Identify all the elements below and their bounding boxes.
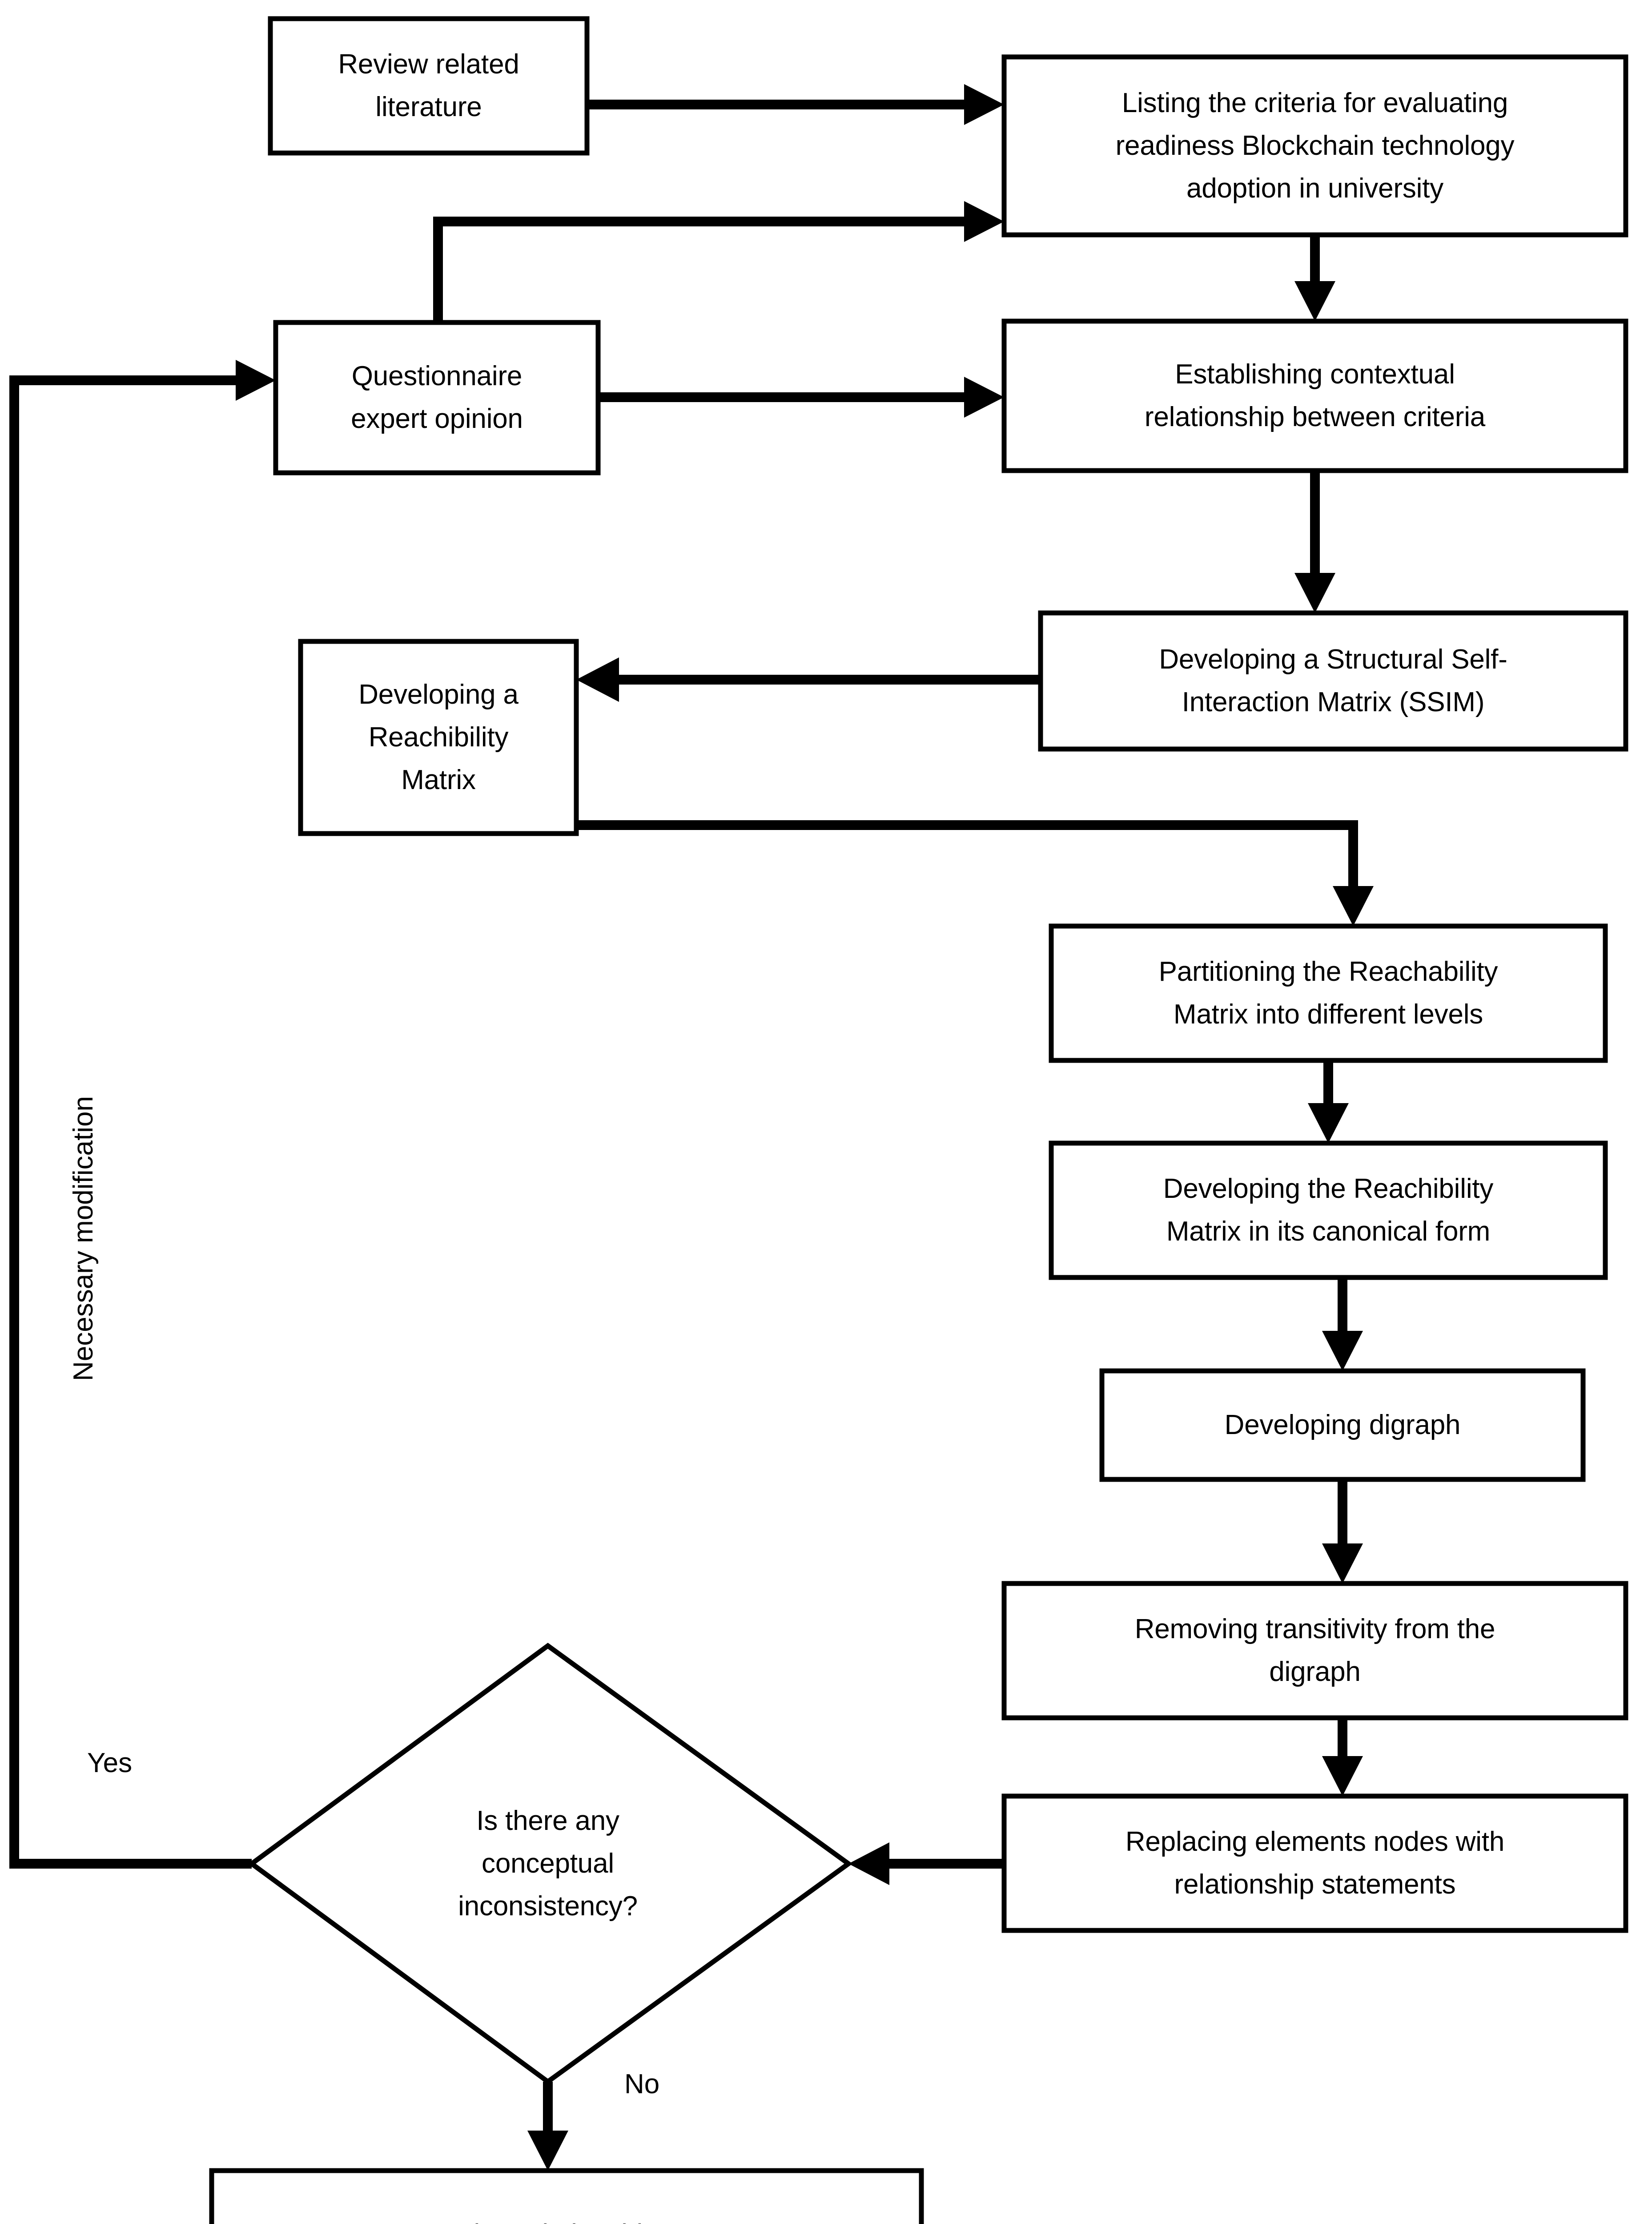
node-shape-listing-criteria[interactable] <box>1001 54 1628 238</box>
node-shape-ssim[interactable] <box>1038 610 1628 752</box>
node-shape-replacing-nodes[interactable] <box>1001 1793 1628 1933</box>
arrowhead-digraph-to-transitivity <box>1322 1543 1363 1583</box>
node-shape-review-literature[interactable] <box>268 16 590 156</box>
node-shape-partitioning[interactable] <box>1049 923 1608 1063</box>
arrowhead-replacing-to-decision <box>848 1842 889 1885</box>
arrowhead-canonical-to-digraph <box>1322 1331 1363 1371</box>
edge-decision-yes-to-questionnaire <box>9 375 252 1869</box>
node-shape-questionnaire[interactable] <box>273 320 601 475</box>
arrowhead-contextual-to-ssim <box>1294 573 1335 613</box>
edge-label-necessary-modification: Necessary modification <box>68 1096 99 1381</box>
arrowhead-ssim-to-reachibility <box>576 657 619 702</box>
arrowhead-review-to-listing <box>964 84 1004 125</box>
arrowhead-partitioning-to-canonical <box>1308 1103 1349 1143</box>
edge-label-no: No <box>624 2069 660 2099</box>
arrowhead-decision-yes-to-questionnaire <box>236 360 276 401</box>
arrowhead-transitivity-to-replacing <box>1322 1756 1363 1796</box>
node-shape-reachibility-matrix[interactable] <box>298 639 579 836</box>
arrowhead-reachibility-to-partitioning <box>1333 886 1374 926</box>
node-shape-contextual-relationship[interactable] <box>1001 318 1628 473</box>
arrowhead-questionnaire-to-listing <box>964 201 1004 242</box>
edge-label-yes: Yes <box>87 1748 133 1778</box>
node-shape-canonical-form[interactable] <box>1049 1140 1608 1280</box>
node-shape-decision-inconsistency[interactable] <box>247 1643 853 2085</box>
node-shape-final-model[interactable] <box>209 2168 924 2224</box>
edge-reachibility-to-partitioning <box>576 820 1358 898</box>
node-shape-removing-transitivity[interactable] <box>1001 1581 1628 1720</box>
arrowhead-listing-to-contextual <box>1294 281 1335 321</box>
node-shape-developing-digraph[interactable] <box>1099 1368 1586 1482</box>
arrowhead-decision-no-to-final <box>527 2131 568 2171</box>
arrowhead-questionnaire-to-contextual <box>964 377 1004 418</box>
edge-questionnaire-to-listing <box>433 217 978 322</box>
